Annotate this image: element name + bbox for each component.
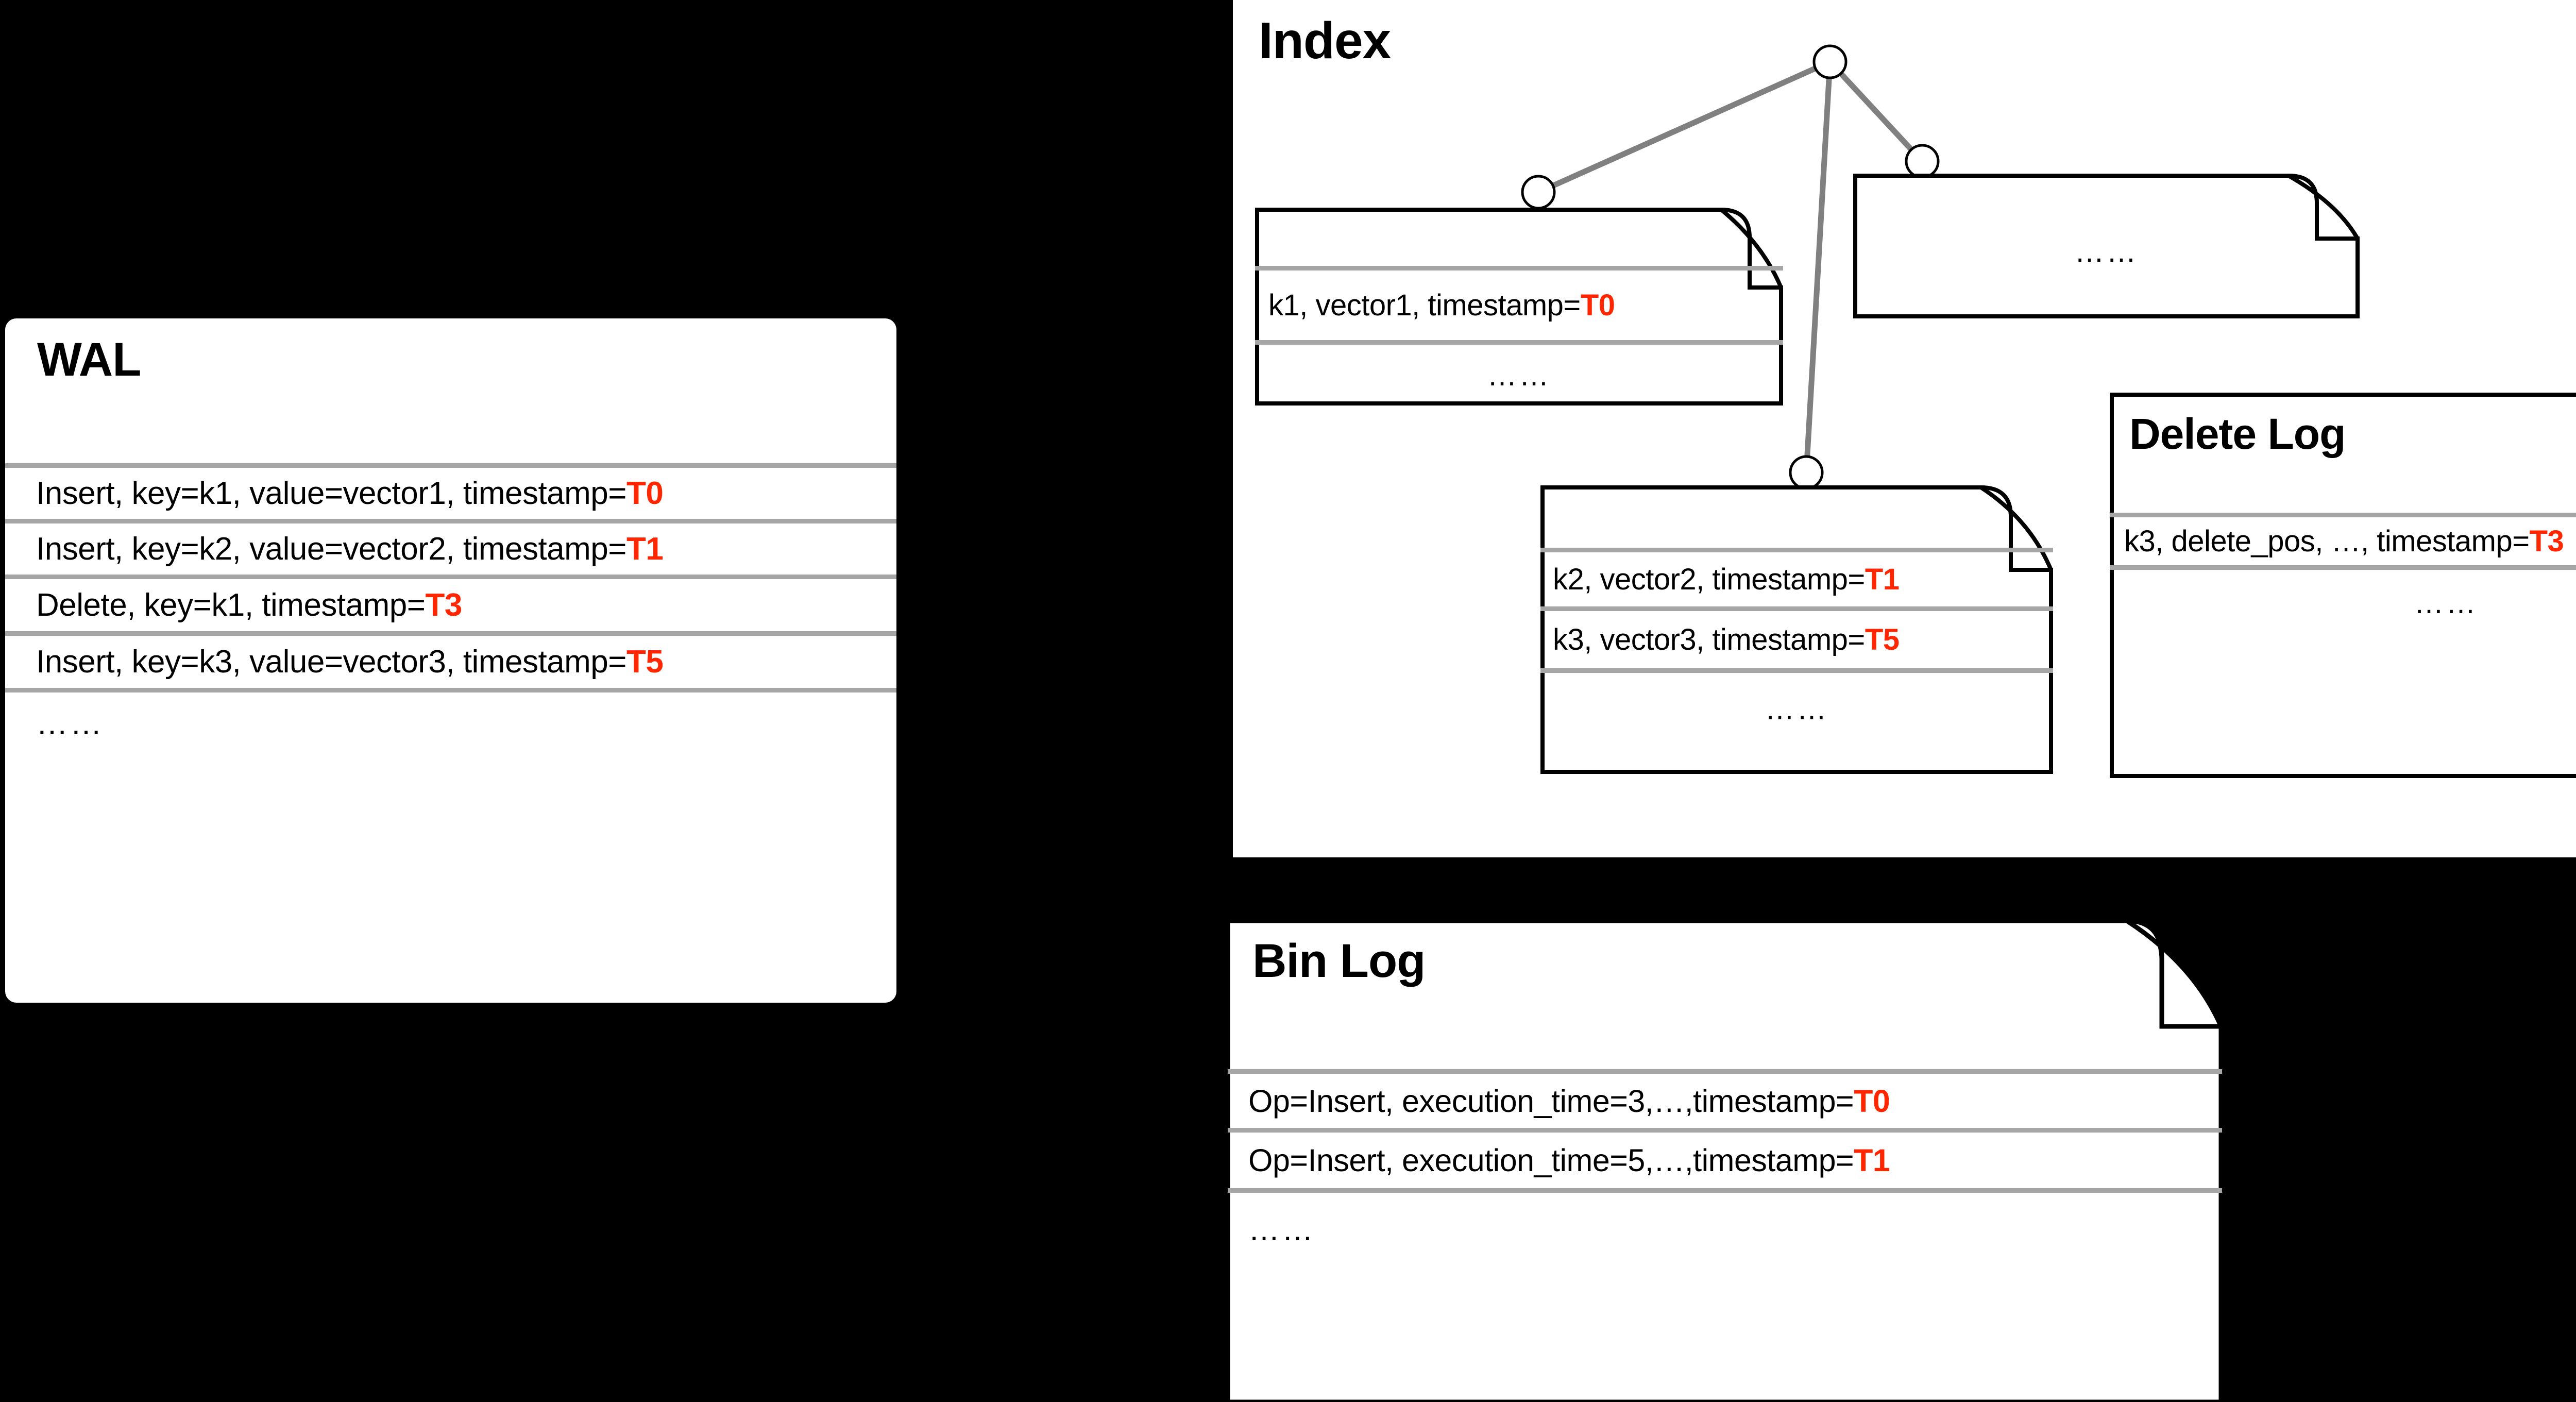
card-row: k2, vector2, timestamp=T1 (1540, 548, 2053, 606)
timestamp-value: T5 (1865, 623, 1900, 656)
right-child-node (1905, 144, 1940, 179)
wal-row: Insert, key=k3, value=vector3, timestamp… (5, 631, 896, 688)
doc-shape (1228, 921, 2222, 1402)
binlog-row: Op=Insert, execution_time=5,…,timestamp=… (1228, 1128, 2222, 1188)
timestamp-value: T0 (626, 476, 664, 511)
wal-row-text: Insert, key=k1, value=vector1, timestamp… (36, 476, 664, 511)
wal-panel: WAL Insert, key=k1, value=vector1, times… (5, 318, 896, 1003)
card-row: k3, vector3, timestamp=T5 (1540, 606, 2053, 668)
doc-content: k2, vector2, timestamp=T1 k3, vector3, t… (1540, 485, 2053, 774)
card-row-text: k2, vector2, timestamp=T1 (1553, 563, 1900, 596)
wal-row-text: Insert, key=k3, value=vector3, timestamp… (36, 644, 664, 680)
timestamp-value: T3 (2529, 525, 2564, 558)
wal-row-text: …… (36, 706, 104, 741)
timestamp-value: T1 (626, 531, 664, 567)
card-ellipsis: …… (2074, 235, 2139, 268)
card-row-text: …… (1487, 358, 1551, 392)
timestamp-value: T3 (425, 587, 462, 623)
card-row-text: …… (1765, 692, 1829, 726)
delete-log-title: Delete Log (2129, 410, 2346, 458)
wal-row: Insert, key=k1, value=vector1, timestamp… (5, 463, 896, 519)
binlog-row: Op=Insert, execution_time=3,…,timestamp=… (1228, 1069, 2222, 1128)
wal-title: WAL (37, 333, 141, 386)
delete-log-card: Delete Log k3, delete_pos, …, timestamp=… (2110, 393, 2576, 778)
doc-shape (1853, 174, 2360, 318)
card-row: k1, vector1, timestamp=T0 (1255, 266, 1783, 340)
card-row: …… (2110, 565, 2576, 663)
binlog-row-text: Op=Insert, execution_time=3,…,timestamp=… (1248, 1083, 1890, 1119)
timestamp-value: T0 (1580, 289, 1615, 322)
timestamp-value: T5 (626, 644, 664, 680)
root-node (1812, 44, 1848, 79)
card-row: …… (1255, 340, 1783, 406)
binlog-row-text: …… (1248, 1211, 1315, 1247)
timestamp-value: T1 (1854, 1143, 1890, 1178)
binlog-row: …… (1228, 1188, 2222, 1265)
index-title: Index (1259, 12, 1391, 70)
doc-content: Delete Log k3, delete_pos, …, timestamp=… (2110, 393, 2576, 778)
binlog-row-text: Op=Insert, execution_time=5,…,timestamp=… (1248, 1143, 1890, 1178)
wal-row: Insert, key=k2, value=vector2, timestamp… (5, 519, 896, 575)
wal-row: Delete, key=k1, timestamp=T3 (5, 575, 896, 631)
bin-log-panel: Bin Log Op=Insert, execution_time=3,…,ti… (1228, 921, 2222, 1402)
wal-row-text: Delete, key=k1, timestamp=T3 (36, 587, 462, 623)
doc-content: k1, vector1, timestamp=T0 …… (1255, 208, 1783, 406)
doc-content: Bin Log Op=Insert, execution_time=3,…,ti… (1228, 921, 2222, 1402)
timestamp-value: T0 (1854, 1083, 1890, 1119)
doc-shape (2110, 393, 2576, 778)
bottom-child-node (1789, 455, 1824, 490)
tree-edge-root-right (1827, 60, 1925, 163)
tree-edge-root-left (1537, 59, 1832, 195)
timestamp-value: T1 (1865, 563, 1900, 596)
card-row: k3, delete_pos, …, timestamp=T3 (2110, 513, 2576, 565)
wal-row-text: Insert, key=k2, value=vector2, timestamp… (36, 531, 664, 567)
left-child-node (1521, 175, 1556, 210)
doc-content: …… (1853, 174, 2360, 318)
index-panel: Index k1, vector1, times (1233, 0, 2576, 857)
index-leaf-k1: k1, vector1, timestamp=T0 …… (1255, 208, 1783, 406)
wal-row: …… (5, 688, 896, 755)
card-row-text: k3, delete_pos, …, timestamp=T3 (2124, 525, 2564, 558)
index-leaf-ellipsis: …… (1853, 174, 2360, 318)
card-row-text: k1, vector1, timestamp=T0 (1268, 289, 1615, 322)
index-leaf-k2-k3: k2, vector2, timestamp=T1 k3, vector3, t… (1540, 485, 2053, 774)
card-row-text: …… (2414, 586, 2478, 620)
bin-log-title: Bin Log (1252, 935, 1426, 987)
card-row-text: k3, vector3, timestamp=T5 (1553, 623, 1900, 656)
card-row: …… (1540, 668, 2053, 774)
tree-edge-root-bottom (1803, 61, 1833, 473)
